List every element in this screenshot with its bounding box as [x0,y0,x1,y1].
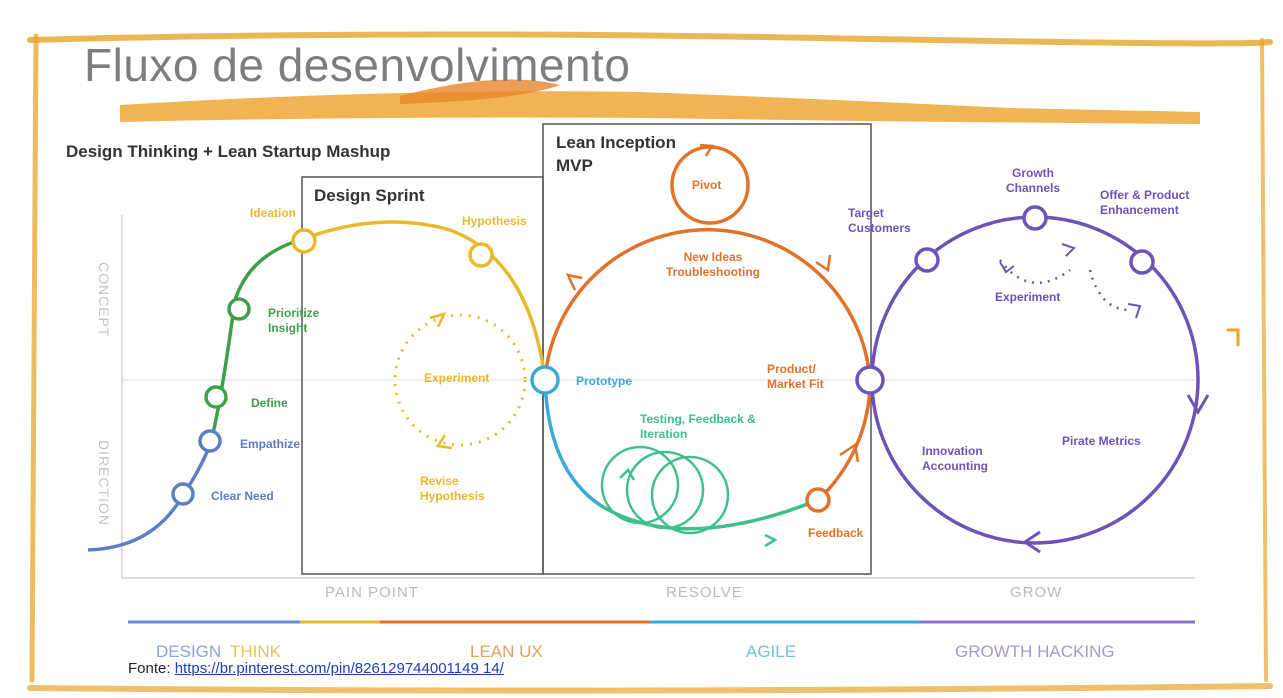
label-hypothesis: Hypothesis [462,214,527,228]
label-new-ideas: New Ideas Troubleshooting [666,250,760,279]
node-prioritize [227,297,251,321]
label-product-market-fit: Product/ Market Fit [767,362,824,391]
label-target-customers: Target Customers [848,206,911,235]
axis-pain-point: PAIN POINT [325,584,419,601]
label-pirate-metrics: Pirate Metrics [1062,434,1141,448]
source-line: Fonte: https://br.pinterest.com/pin/8261… [128,660,504,677]
node-ideation [291,228,317,254]
design-sprint-box [301,176,544,575]
label-feedback: Feedback [808,526,864,540]
axis-grow: GROW [1010,584,1063,601]
source-link[interactable]: https://br.pinterest.com/pin/82612974400… [174,660,504,677]
node-product-market-fit [855,365,885,395]
label-testing: Testing, Feedback & Iteration [640,412,756,441]
phase-growth-hacking: GROWTH HACKING [955,642,1115,661]
phase-agile: AGILE [746,642,797,661]
diagram-main-title: Design Thinking + Lean Startup Mashup [66,142,391,161]
iteration-spirals [600,445,778,548]
lean-inception-label: Lean Inception [556,133,676,152]
phase-lean-ux: LEAN UX [470,642,543,661]
label-pivot: Pivot [692,178,722,192]
slide-title: Fluxo de desenvolvimento [84,39,631,91]
node-growth-channels [1022,205,1048,231]
label-clear-need: Clear Need [211,489,274,503]
node-clear-need [171,482,195,506]
design-sprint-label: Design Sprint [314,186,425,205]
label-experiment-left: Experiment [424,371,490,385]
node-empathize [198,429,222,453]
node-define [204,385,228,409]
gold-border [27,31,1273,694]
label-offer: Offer & Product Enhancement [1100,188,1190,217]
title-brush-stroke [120,79,1200,124]
label-growth-channels: Growth Channels [1005,166,1060,195]
label-innovation-accounting: Innovation Accounting [922,444,988,473]
node-prototype [530,365,560,395]
node-offer [1129,249,1155,275]
label-prioritize: Prioritize Insight [268,306,320,335]
source-label: Fonte: [128,660,171,677]
label-revise-hypothesis: Revise Hypothesis [420,474,485,503]
mvp-label: MVP [556,156,593,175]
node-feedback [805,487,831,513]
node-hypothesis [468,242,494,268]
axis-direction-label: DIRECTION [96,440,112,526]
label-empathize: Empathize [240,437,301,451]
label-define: Define [251,396,288,410]
axis-concept-label: CONCEPT [96,262,112,338]
phase-design: DESIGN [156,642,222,661]
node-target-customers [914,247,940,273]
lean-inception-box [542,123,872,575]
label-ideation: Ideation [250,206,297,220]
label-experiment-right: Experiment [995,290,1061,304]
label-prototype: Prototype [576,374,633,388]
phase-think: THINK [230,642,281,661]
axis-resolve: RESOLVE [666,584,743,601]
